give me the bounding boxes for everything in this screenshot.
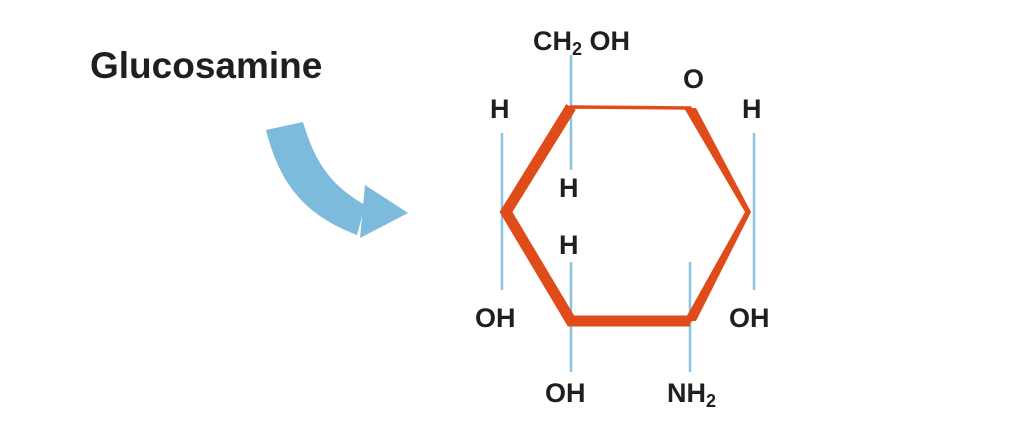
pyranose-ring [503,105,752,323]
curved-arrow-icon [266,122,408,238]
label-oh-bottom: OH [545,378,586,408]
arrow-head [360,185,408,238]
ring-front-edge [499,104,690,327]
label-h-upper-inner: H [559,173,579,203]
atom-labels: CH2 OH O H H H H OH OH OH NH2 [475,26,770,411]
arrow-body [266,122,365,235]
label-nh2: NH2 [667,378,716,411]
ring-right-wedge [684,108,751,321]
label-h-lower-inner: H [559,230,579,260]
diagram-title: Glucosamine [90,45,322,86]
label-h-left: H [490,94,510,124]
label-h-right: H [742,94,762,124]
label-oh-left: OH [475,303,516,333]
label-oh-right: OH [729,303,770,333]
label-ring-oxygen: O [683,64,704,94]
label-ch2oh: CH2 OH [533,26,630,59]
